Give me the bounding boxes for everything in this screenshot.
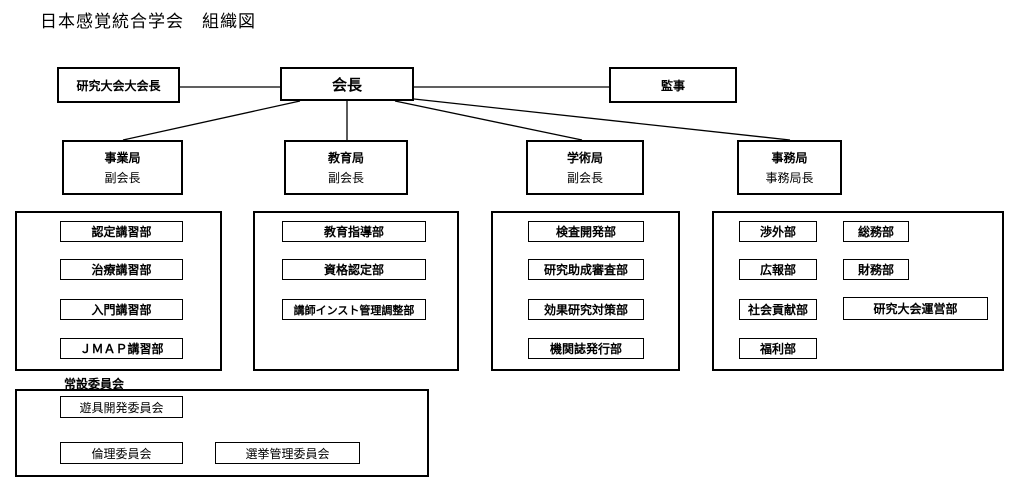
dept-jimu: 事務局 事務局長: [737, 140, 842, 195]
unit-box: 認定講習部: [60, 221, 183, 242]
unit-box: 治療講習部: [60, 259, 183, 280]
dept-jigyo: 事業局 副会長: [62, 140, 183, 195]
unit-box: 総務部: [843, 221, 909, 242]
unit-box: 研究大会運営部: [843, 297, 988, 320]
research-congress-chair-box: 研究大会大会長: [57, 67, 180, 103]
committee-item: 倫理委員会: [60, 442, 183, 464]
unit-box: 講師インスト管理調整部: [282, 299, 426, 320]
page-title: 日本感覚統合学会 組織図: [40, 12, 256, 32]
committee-item: 選挙管理委員会: [215, 442, 360, 464]
unit-box: 教育指導部: [282, 221, 426, 242]
dept-gakujutsu: 学術局 副会長: [526, 140, 644, 195]
unit-box: 渉外部: [739, 221, 817, 242]
unit-box: 福利部: [739, 338, 817, 359]
unit-box: 検査開発部: [528, 221, 644, 242]
unit-box: 機関誌発行部: [528, 338, 644, 359]
unit-box: 資格認定部: [282, 259, 426, 280]
unit-box: 社会貢献部: [739, 299, 817, 320]
unit-box: 効果研究対策部: [528, 299, 644, 320]
unit-box: ＪＭＡＰ講習部: [60, 338, 183, 359]
unit-box: 広報部: [739, 259, 817, 280]
committee-item: 遊具開発委員会: [60, 396, 183, 418]
unit-box: 入門講習部: [60, 299, 183, 320]
auditor-box: 監事: [609, 67, 737, 103]
president-box: 会長: [280, 67, 414, 101]
unit-box: 研究助成審査部: [528, 259, 644, 280]
dept-kyoiku: 教育局 副会長: [284, 140, 408, 195]
unit-box: 財務部: [843, 259, 909, 280]
committee-label: 常設委員会: [64, 377, 125, 391]
